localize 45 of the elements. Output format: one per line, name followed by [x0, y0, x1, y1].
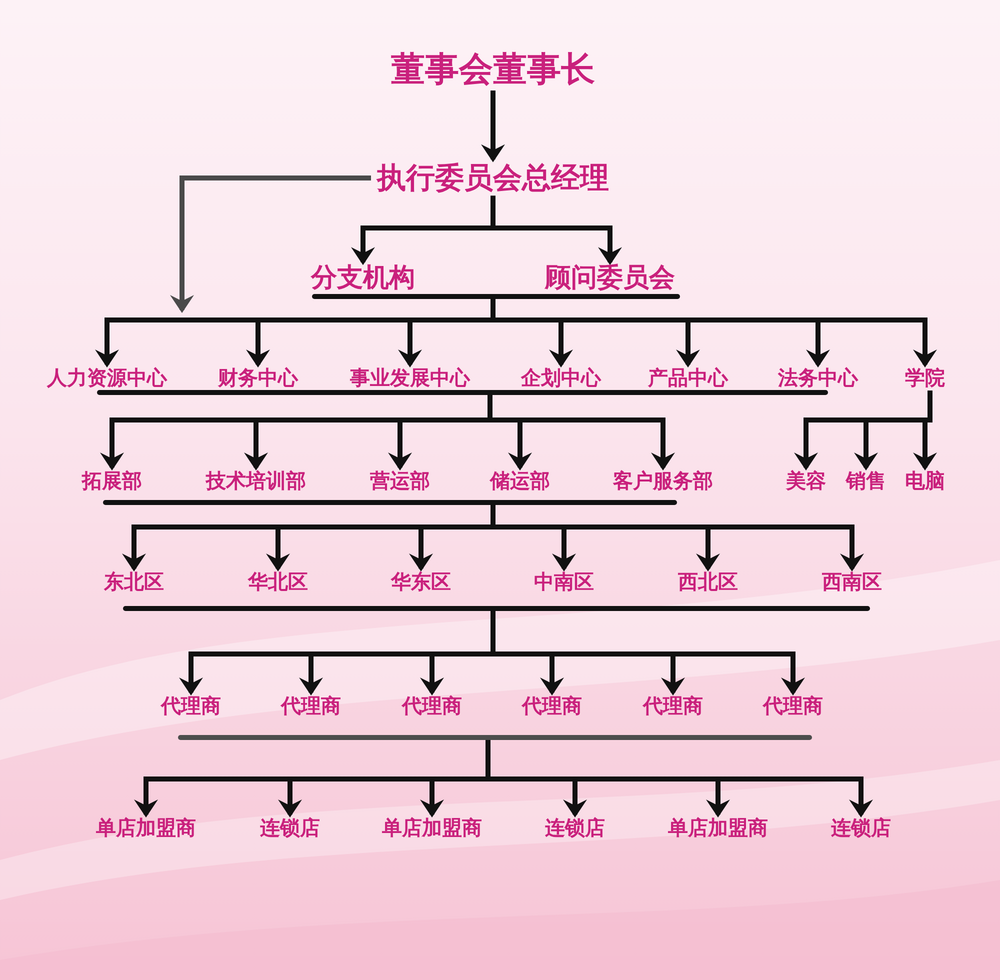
unit-label: 连锁店 [831, 816, 891, 840]
unit-label: 中南区 [534, 570, 594, 594]
unit-label: 销售 [846, 470, 886, 492]
unit-label: 董事会董事长 [391, 50, 595, 90]
unit-label: 法务中心 [778, 366, 858, 390]
unit-label: 技术培训部 [206, 470, 306, 492]
unit-label: 电脑 [905, 470, 945, 492]
connector-bar [123, 606, 870, 611]
unit-label: 顾问委员会 [545, 264, 675, 294]
unit-label: 事业发展中心 [350, 366, 470, 390]
connector-bar [103, 500, 677, 505]
unit-label: 连锁店 [260, 816, 320, 840]
unit-label: 执行委员会总经理 [377, 161, 609, 195]
unit-label: 产品中心 [648, 366, 728, 390]
unit-label: 华东区 [391, 570, 451, 594]
unit-label: 连锁店 [545, 816, 605, 840]
unit-label: 美容 [786, 470, 826, 492]
unit-label: 学院 [905, 366, 945, 390]
unit-label: 东北区 [104, 570, 164, 594]
connector-bar [178, 735, 812, 740]
unit-label: 代理商 [402, 694, 462, 718]
connector-bar [312, 294, 680, 299]
unit-label: 分支机构 [311, 264, 415, 294]
arrow [481, 90, 505, 162]
unit-label: 客户服务部 [613, 470, 713, 492]
unit-label: 企划中心 [521, 366, 601, 390]
connector-bar [97, 390, 828, 395]
unit-label: 单店加盟商 [382, 816, 482, 840]
unit-label: 人力资源中心 [47, 366, 167, 390]
unit-label: 代理商 [522, 694, 582, 718]
unit-label: 拓展部 [82, 470, 142, 492]
unit-label: 单店加盟商 [668, 816, 768, 840]
unit-label: 代理商 [763, 694, 823, 718]
unit-label: 代理商 [281, 694, 341, 718]
unit-label: 华北区 [248, 570, 308, 594]
unit-label: 代理商 [161, 694, 221, 718]
unit-label: 西北区 [678, 570, 738, 594]
arrow [490, 196, 622, 266]
unit-label: 代理商 [643, 694, 703, 718]
unit-label: 单店加盟商 [96, 816, 196, 840]
arrow [170, 176, 371, 313]
unit-label: 财务中心 [218, 366, 298, 390]
unit-label: 储运部 [490, 470, 550, 492]
unit-label: 西南区 [822, 570, 882, 594]
unit-label: 营运部 [370, 470, 430, 492]
